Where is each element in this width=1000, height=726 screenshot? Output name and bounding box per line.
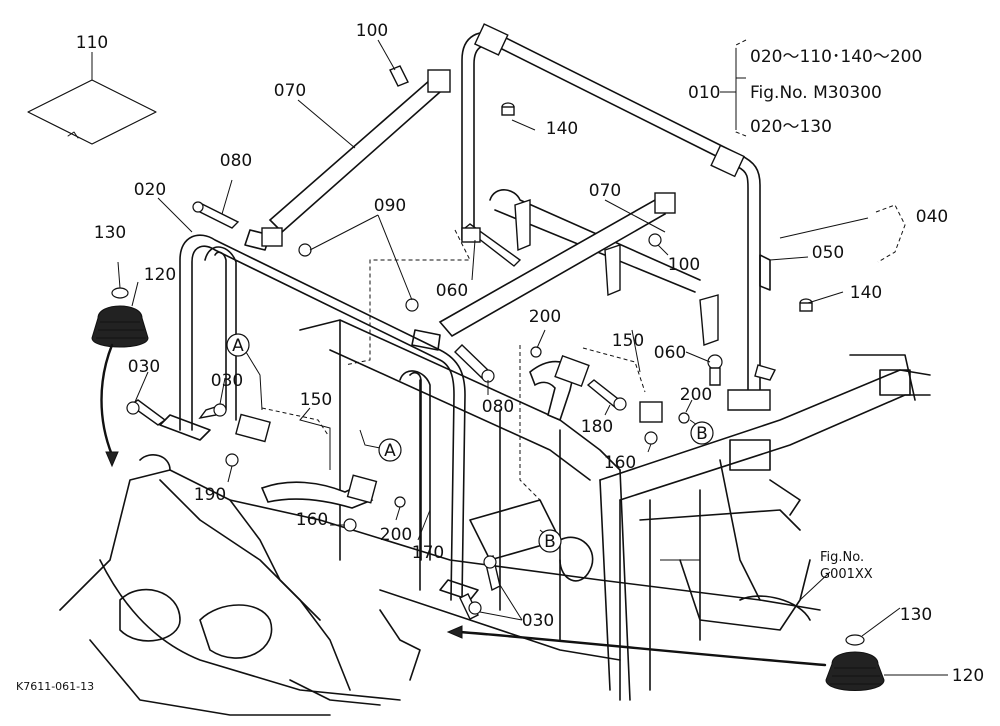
callout-090: 090 xyxy=(374,196,406,216)
callout-100-top: 100 xyxy=(356,21,388,41)
callout-020: 020 xyxy=(134,180,166,200)
upper-rops-frame xyxy=(461,23,777,411)
callout-180: 180 xyxy=(581,417,613,437)
seat-belt-left xyxy=(235,413,378,509)
callout-160-right: 160 xyxy=(604,453,636,473)
callouts: 110 100 070 140 080 020 090 070 040 050 … xyxy=(76,21,984,686)
callout-130-right: 130 xyxy=(900,605,932,625)
callout-170: 170 xyxy=(412,543,444,563)
marker-B-2-text: B xyxy=(544,532,556,552)
callout-070-lower: 070 xyxy=(589,181,621,201)
diagram-id: K7611-061-13 xyxy=(16,680,94,693)
marker-B-1-text: B xyxy=(696,424,708,444)
reference-block: 010 020～110･140～200 Fig.No. M30300 020～1… xyxy=(688,47,922,137)
reference-line-1: 020～110･140～200 xyxy=(750,47,922,67)
callout-120-left: 120 xyxy=(144,265,176,285)
callout-080-lower: 080 xyxy=(482,397,514,417)
callout-120-right: 120 xyxy=(952,666,984,686)
callout-140-right: 140 xyxy=(850,283,882,303)
callout-040: 040 xyxy=(916,207,948,227)
seat-belt-right xyxy=(529,354,663,423)
callout-140-top: 140 xyxy=(546,119,578,139)
rubber-mount-left xyxy=(91,287,149,348)
leader-lines xyxy=(91,39,948,676)
reference-line-3: 020～130 xyxy=(750,117,832,137)
callout-060-upper: 060 xyxy=(436,281,468,301)
fig-ref-line-2: G001XX xyxy=(820,567,873,582)
marker-B-1: B xyxy=(690,421,714,445)
callout-200-upper: 200 xyxy=(529,307,561,327)
callout-070-upper: 070 xyxy=(274,81,306,101)
callout-200-lower: 200 xyxy=(380,525,412,545)
callout-030-lower: 030 xyxy=(522,611,554,631)
marker-B-2: B xyxy=(538,529,562,553)
callout-150-left: 150 xyxy=(300,390,332,410)
marker-A-2-text: A xyxy=(384,441,396,461)
callout-030-left: 030 xyxy=(128,357,160,377)
callout-050: 050 xyxy=(812,243,844,263)
callout-080-upper: 080 xyxy=(220,151,252,171)
callout-190: 190 xyxy=(194,485,226,505)
reference-line-2: Fig.No. M30300 xyxy=(750,83,882,103)
fig-ref: Fig.No. G001XX xyxy=(820,550,873,582)
label-sheet-110 xyxy=(27,79,157,145)
reference-code: 010 xyxy=(688,83,720,103)
callout-150-right: 150 xyxy=(612,331,644,351)
cross-bar-lower xyxy=(261,192,676,338)
install-arrows xyxy=(100,343,827,667)
group-brackets xyxy=(261,39,906,501)
callout-130-left: 130 xyxy=(94,223,126,243)
callout-060-right: 060 xyxy=(654,343,686,363)
callout-160-left: 160 xyxy=(296,510,328,530)
hardware xyxy=(126,65,813,620)
callout-030-mid: 030 xyxy=(211,371,243,391)
callout-200-right: 200 xyxy=(680,385,712,405)
rubber-mount-right xyxy=(825,634,885,691)
callout-110: 110 xyxy=(76,33,108,53)
front-rops-frame xyxy=(159,229,479,601)
marker-A-2: A xyxy=(378,438,402,462)
marker-A-1: A xyxy=(226,333,250,357)
marker-A-1-text: A xyxy=(232,336,244,356)
fig-ref-line-1: Fig.No. xyxy=(820,550,864,565)
chassis-frame xyxy=(59,319,931,716)
callout-100-right: 100 xyxy=(668,255,700,275)
